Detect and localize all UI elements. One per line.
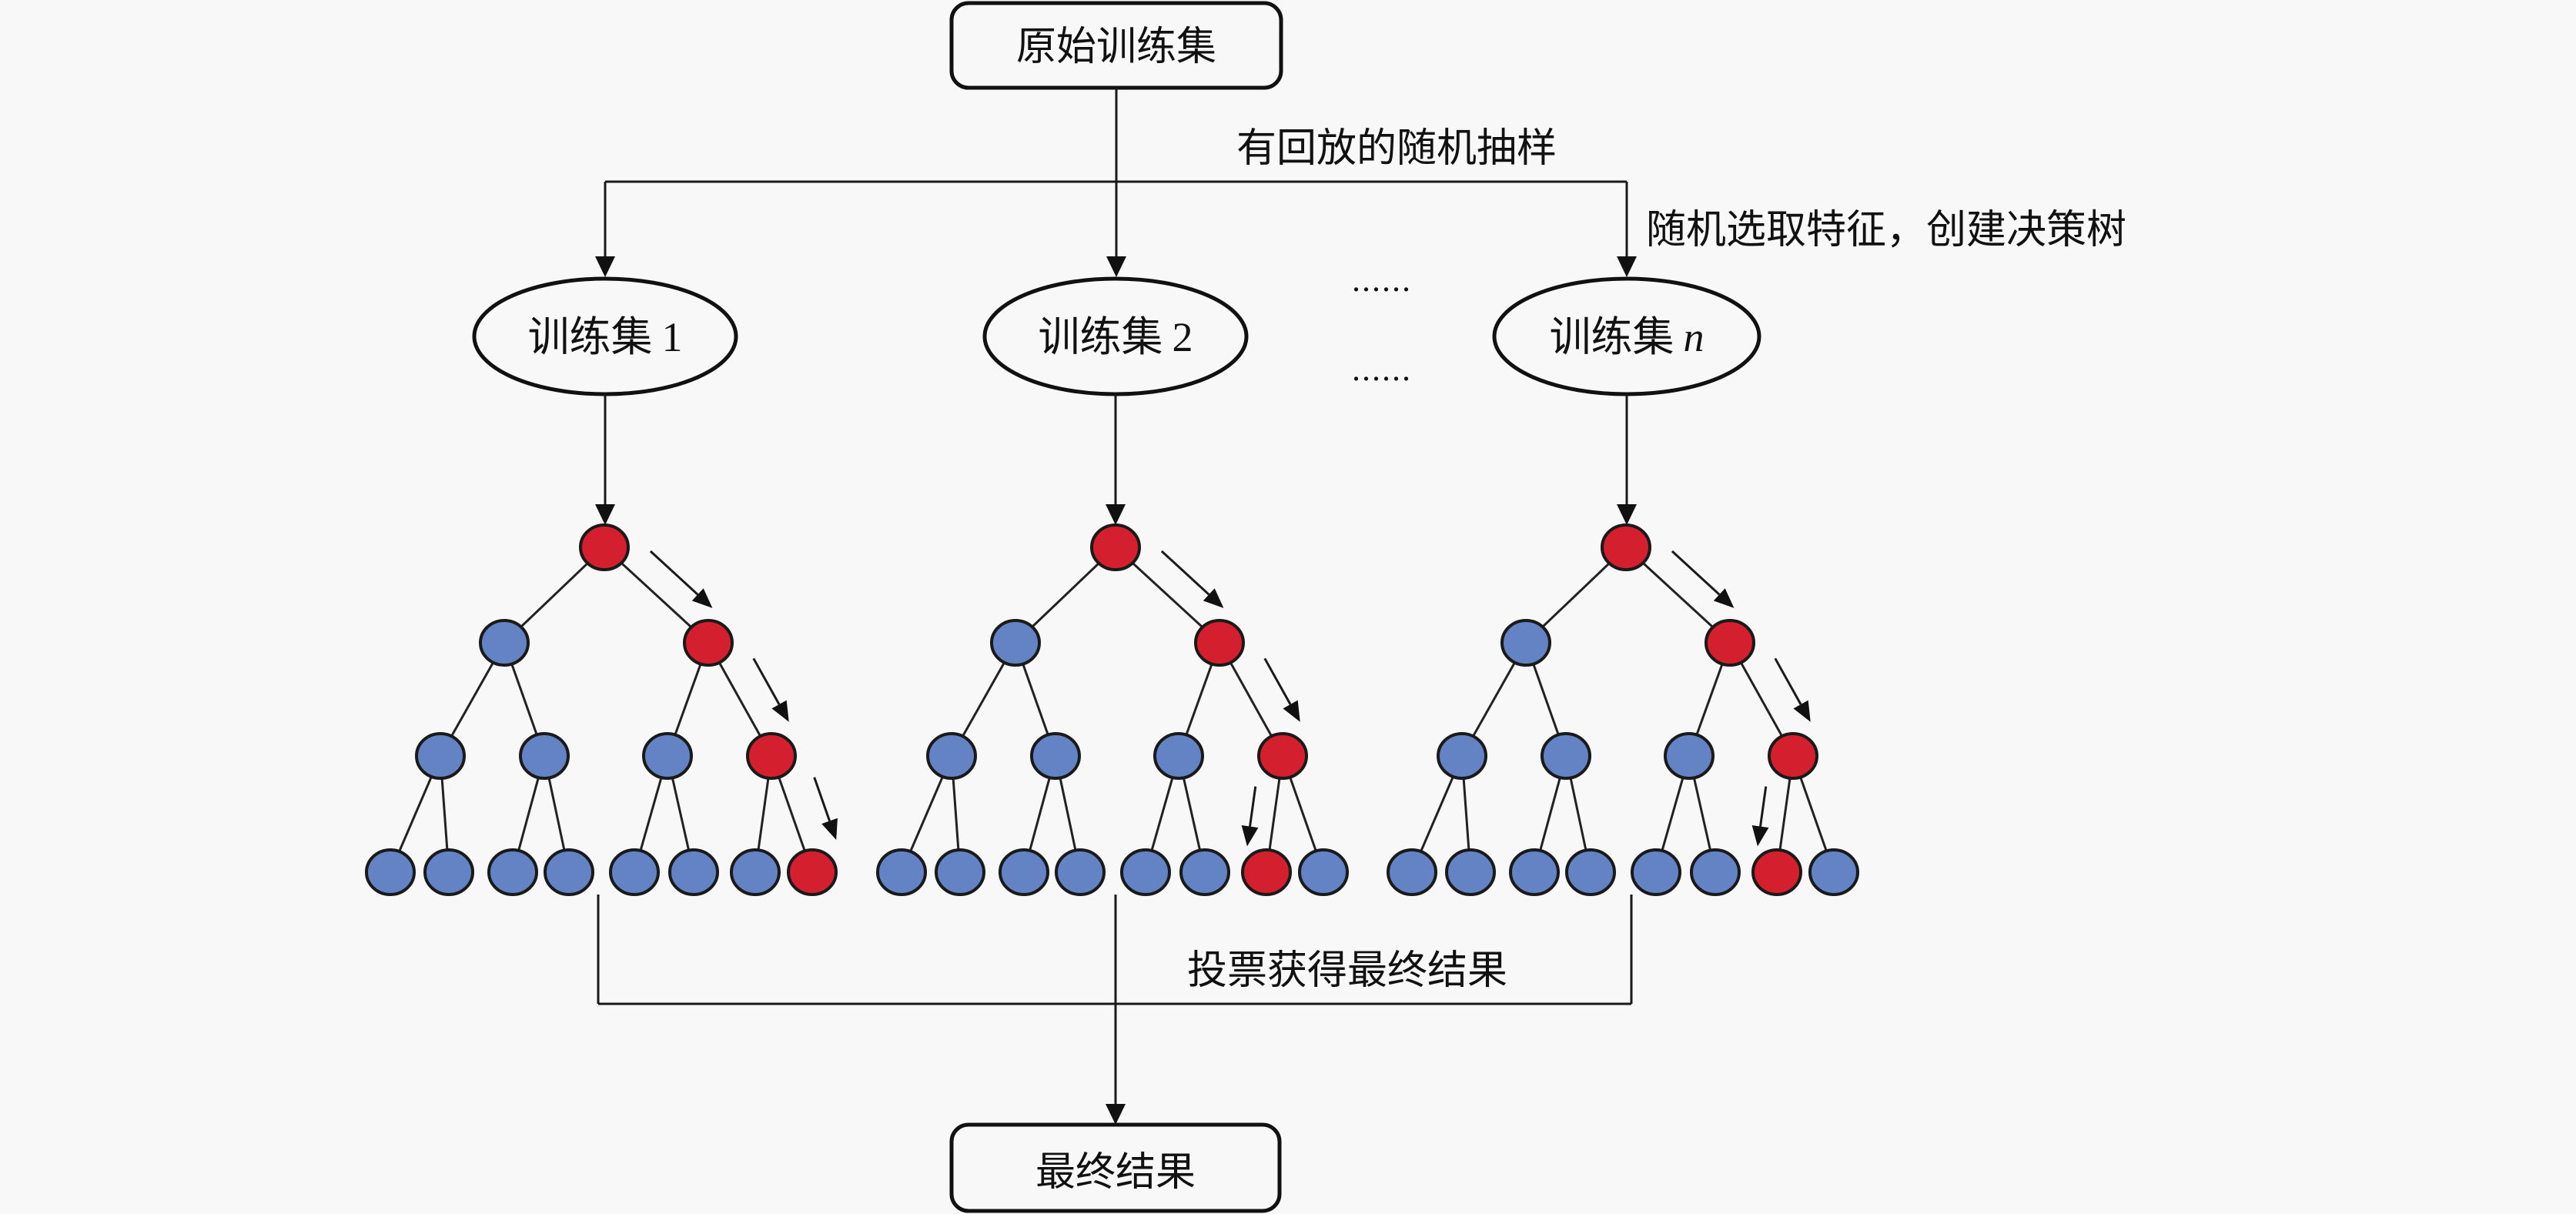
path-arrow-line — [1671, 550, 1721, 596]
feature-label: 随机选取特征，创建决策树 — [1646, 207, 2126, 253]
tree-node — [1120, 848, 1171, 896]
tree-node-selected — [1257, 732, 1308, 780]
tree-node — [668, 848, 719, 896]
path-arrow-line — [649, 550, 699, 596]
tree-node — [1387, 848, 1437, 896]
tree-node — [730, 848, 781, 896]
tree-node — [1445, 848, 1496, 896]
ellipsis-top: ...... — [1352, 261, 1412, 299]
path-arrow-icon — [1283, 700, 1300, 722]
tree-node — [1541, 732, 1591, 780]
tree-node — [1298, 848, 1349, 896]
tree-node-selected — [1705, 619, 1755, 667]
decision-tree-1 — [365, 523, 838, 896]
tree-node — [365, 848, 416, 896]
tree-node — [1153, 732, 1204, 780]
decision-tree-2 — [876, 523, 1349, 896]
tree-node — [1565, 848, 1616, 896]
path-arrow-line — [1160, 550, 1210, 596]
tree-node — [1631, 848, 1681, 896]
arrow-down-icon — [1106, 256, 1126, 277]
path-arrow-icon — [1241, 825, 1259, 847]
tree-node — [1509, 848, 1560, 896]
path-arrow-icon — [1751, 825, 1769, 847]
tree-node-selected — [579, 523, 630, 571]
tree-node-selected — [1241, 848, 1292, 896]
sampling-label: 有回放的随机抽样 — [1236, 125, 1557, 172]
tree-node — [1030, 732, 1081, 780]
path-arrow-line — [752, 657, 781, 705]
tree-node-selected — [1601, 523, 1651, 571]
tree-node — [642, 732, 693, 780]
tree-node — [609, 848, 660, 896]
tree-node — [423, 848, 474, 896]
tree-node — [1500, 619, 1551, 667]
arrow-down-icon — [1106, 504, 1126, 525]
tree-node-selected — [683, 619, 734, 667]
ellipsis-bottom: ...... — [1352, 350, 1412, 388]
tree-node-selected — [1751, 848, 1802, 896]
tree-node — [487, 848, 538, 896]
tree-node — [1690, 848, 1741, 896]
tree-node-selected — [746, 732, 797, 780]
tree-node — [1808, 848, 1859, 896]
tree-node-selected — [1194, 619, 1245, 667]
result-box: 最终结果 — [949, 1122, 1282, 1213]
path-arrow-icon — [771, 700, 789, 722]
arrow-down-icon — [1617, 256, 1637, 277]
tree-node — [1179, 848, 1230, 896]
path-arrow-icon — [1203, 588, 1224, 608]
path-arrow-line — [813, 777, 831, 821]
arrow-down-icon — [1617, 504, 1637, 525]
tree-node — [926, 732, 977, 780]
path-arrow-icon — [1793, 700, 1811, 722]
path-arrow-icon — [1713, 588, 1735, 608]
arrow-down-icon — [1106, 1104, 1126, 1125]
tree-node-selected — [1090, 523, 1141, 571]
arrow-down-icon — [595, 504, 615, 525]
tree-node — [519, 732, 570, 780]
voting-connector — [597, 895, 1633, 1125]
tree-node-selected — [1768, 732, 1818, 780]
path-arrow-line — [1759, 786, 1768, 827]
tree-node — [999, 848, 1049, 896]
tree-node — [876, 848, 927, 896]
tree-node-selected — [787, 848, 838, 896]
tree-node — [935, 848, 985, 896]
tree-node — [990, 619, 1041, 667]
tree-node — [544, 848, 594, 896]
decision-tree-3 — [1387, 523, 1859, 896]
path-arrow-icon — [821, 818, 838, 840]
result-box-label: 最终结果 — [1035, 1149, 1196, 1196]
decision-trees — [365, 523, 1859, 896]
path-arrow-line — [1249, 786, 1257, 827]
source-box: 原始训练集 — [949, 1, 1283, 90]
tree-node — [1437, 732, 1487, 780]
arrow-down-icon — [595, 256, 615, 277]
tree-node — [479, 619, 530, 667]
tree-node — [1055, 848, 1106, 896]
path-arrow-line — [1263, 657, 1292, 705]
path-arrow-icon — [691, 588, 713, 608]
path-arrow-line — [1774, 657, 1802, 705]
tree-node — [1664, 732, 1715, 780]
sampling-connector — [595, 88, 1637, 277]
subset-to-tree-connectors — [595, 394, 1637, 525]
vote-label: 投票获得最终结果 — [1187, 948, 1507, 994]
tree-node — [415, 732, 466, 780]
source-box-label: 原始训练集 — [1016, 24, 1216, 70]
